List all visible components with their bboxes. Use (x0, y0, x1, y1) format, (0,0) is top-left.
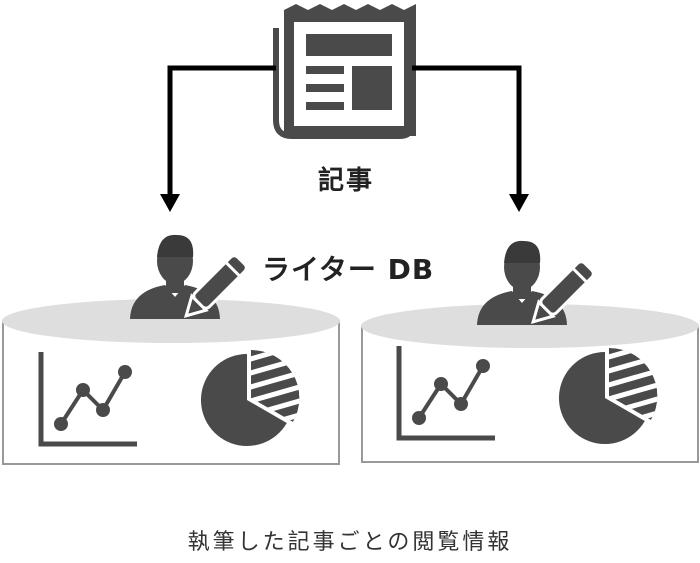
arrow-right (412, 65, 529, 212)
writer-db-left (2, 299, 340, 465)
newspaper-icon (273, 4, 416, 139)
writer-db-right (361, 304, 699, 463)
diagram-caption: 執筆した記事ごとの閲覧情報 (187, 530, 513, 555)
arrow-left (160, 65, 276, 212)
source-label: 記事 (318, 166, 375, 196)
writer-db-label: ライター DB (262, 253, 435, 286)
